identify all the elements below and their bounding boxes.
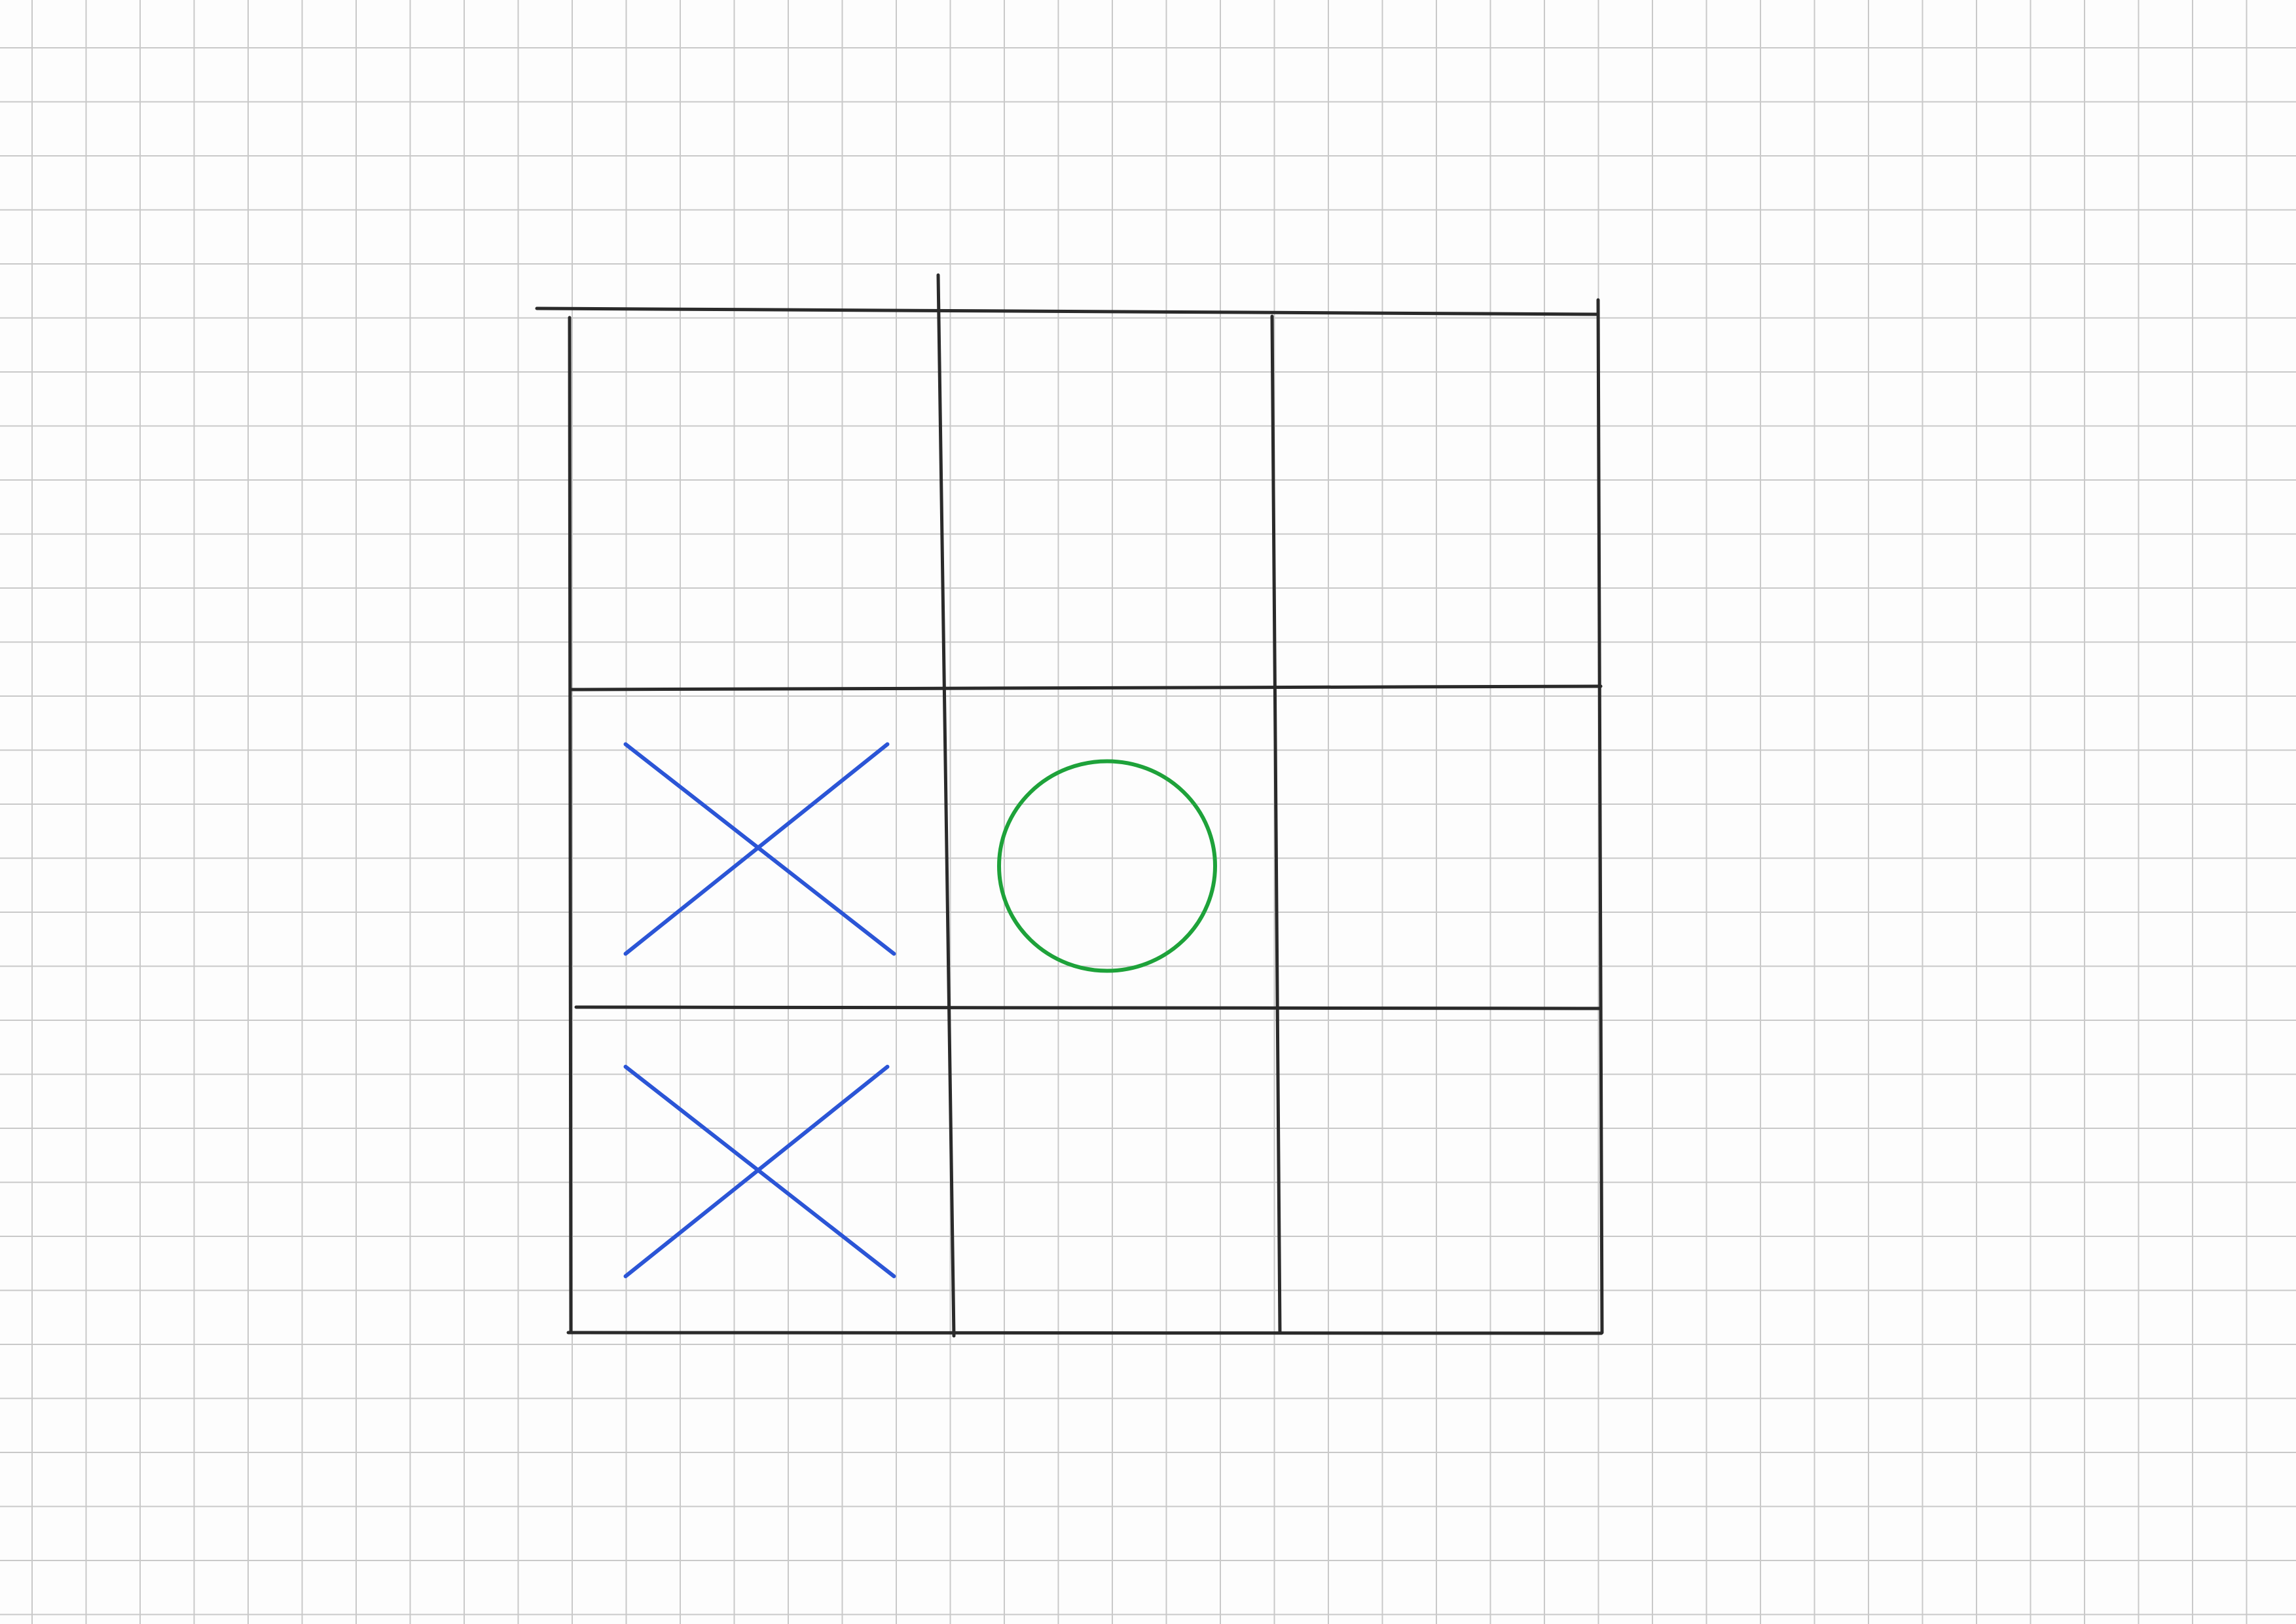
- board-vertical-divider-2: [1270, 314, 1282, 1335]
- board-top-edge: [535, 306, 1599, 316]
- board-horizontal-divider-2: [574, 1005, 1603, 1010]
- x-mark-stroke: [623, 742, 896, 956]
- board-marks: [623, 742, 1217, 1278]
- o-mark-icon: [997, 759, 1217, 973]
- board-cell-r3-c2[interactable]: [950, 1012, 1272, 1329]
- x-mark-icon: [623, 742, 896, 956]
- board-cell-r2-c2[interactable]: [950, 692, 1272, 1004]
- board-left-edge: [568, 316, 573, 1335]
- board-horizontal-divider-1: [570, 684, 1603, 692]
- board-cell-r2-c3[interactable]: [1280, 692, 1597, 1004]
- x-mark-stroke: [623, 742, 890, 956]
- board-cell-r1-c3[interactable]: [1280, 317, 1597, 684]
- x-mark-stroke: [623, 1065, 890, 1278]
- board-cell-r3-c3[interactable]: [1280, 1012, 1597, 1329]
- board-cell-r1-c2[interactable]: [950, 317, 1272, 684]
- x-mark-stroke: [623, 1065, 896, 1278]
- board-grid-lines: [535, 273, 1604, 1338]
- board-right-edge: [1596, 298, 1604, 1335]
- board-cell-r1-c1[interactable]: [575, 317, 942, 684]
- x-mark-icon: [623, 1065, 896, 1278]
- board-vertical-divider-1: [936, 273, 956, 1338]
